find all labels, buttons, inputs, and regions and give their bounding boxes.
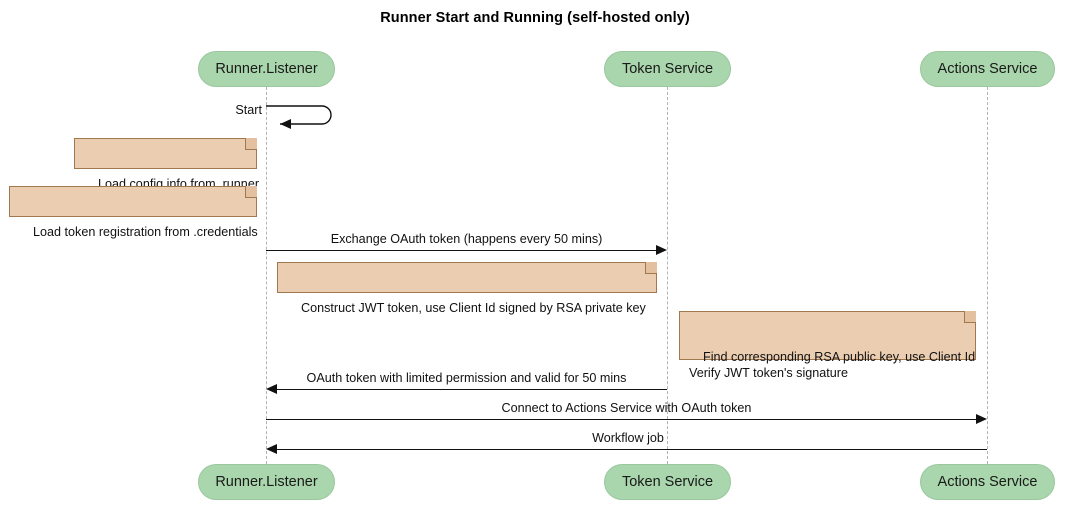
participant-label: Runner.Listener bbox=[215, 61, 318, 77]
participant-label: Actions Service bbox=[937, 61, 1038, 77]
lifeline-token-service bbox=[667, 87, 668, 464]
note-load-config: Load config info from .runner bbox=[74, 138, 259, 191]
note-verify-jwt: Find corresponding RSA public key, use C… bbox=[679, 311, 976, 380]
participant-runner-listener-top[interactable]: Runner.Listener bbox=[198, 51, 335, 87]
message-line-oauth-token-returned bbox=[277, 389, 667, 390]
note-text: Load token registration from .credential… bbox=[33, 225, 258, 239]
participant-label: Token Service bbox=[621, 61, 714, 77]
message-line-exchange-oauth bbox=[266, 250, 657, 251]
participant-label: Actions Service bbox=[937, 474, 1038, 490]
note-construct-jwt: Construct JWT token, use Client Id signe… bbox=[277, 262, 657, 315]
lifeline-actions-service bbox=[987, 87, 988, 464]
participant-actions-service-top[interactable]: Actions Service bbox=[920, 51, 1055, 87]
note-text: Construct JWT token, use Client Id signe… bbox=[301, 301, 646, 315]
self-message-start bbox=[266, 101, 346, 129]
message-line-connect-actions bbox=[266, 419, 977, 420]
message-label-exchange-oauth: Exchange OAuth token (happens every 50 m… bbox=[330, 232, 603, 246]
participant-runner-listener-bottom[interactable]: Runner.Listener bbox=[198, 464, 335, 500]
arrowhead-left-icon bbox=[266, 444, 277, 454]
arrowhead-right-icon bbox=[656, 245, 667, 255]
message-label-workflow-job: Workflow job bbox=[592, 431, 664, 445]
participant-actions-service-bottom[interactable]: Actions Service bbox=[920, 464, 1055, 500]
arrowhead-left-icon bbox=[266, 384, 277, 394]
page-title: Runner Start and Running (self-hosted on… bbox=[380, 10, 690, 26]
note-fold-corner-icon bbox=[245, 186, 257, 198]
participant-token-service-top[interactable]: Token Service bbox=[604, 51, 731, 87]
participant-token-service-bottom[interactable]: Token Service bbox=[604, 464, 731, 500]
message-line-workflow-job bbox=[277, 449, 987, 450]
arrowhead-right-icon bbox=[976, 414, 987, 424]
lifeline-runner bbox=[266, 87, 267, 464]
self-loop-arrow-icon bbox=[266, 105, 332, 129]
note-fold-corner-icon bbox=[245, 138, 257, 150]
participant-label: Runner.Listener bbox=[215, 474, 318, 490]
message-label-oauth-token-returned: OAuth token with limited permission and … bbox=[306, 371, 627, 385]
message-label-connect-actions: Connect to Actions Service with OAuth to… bbox=[501, 401, 752, 415]
note-fold-corner-icon bbox=[645, 262, 657, 274]
note-load-token-registration: Load token registration from .credential… bbox=[9, 186, 258, 239]
note-fold-corner-icon bbox=[964, 311, 976, 323]
note-text: Find corresponding RSA public key, use C… bbox=[689, 350, 976, 380]
self-message-start-label: Start bbox=[235, 103, 262, 117]
participant-label: Token Service bbox=[621, 474, 714, 490]
